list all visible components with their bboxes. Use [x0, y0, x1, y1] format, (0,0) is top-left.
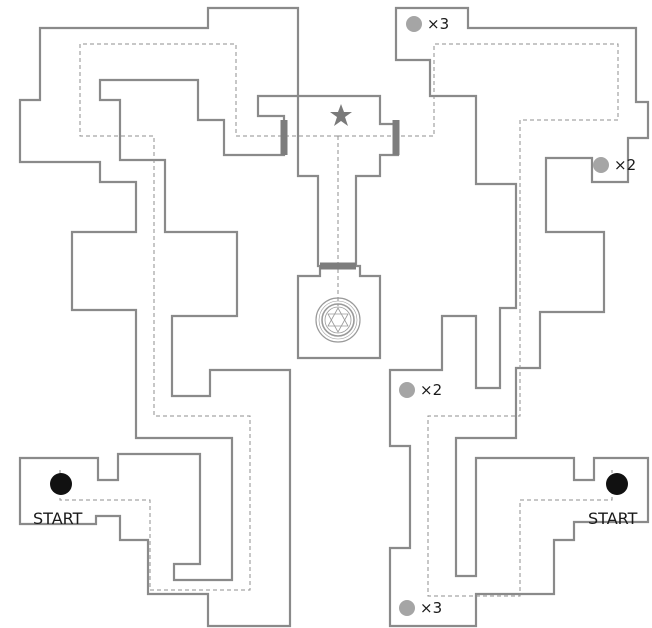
start-marker-right [606, 473, 628, 495]
pickup-count: ×3 [420, 599, 442, 617]
pickup-token [399, 600, 415, 616]
walking-routes [59, 43, 619, 597]
start-label-right: START [588, 509, 638, 528]
right-route [338, 43, 619, 597]
pickup-token [593, 157, 609, 173]
pickup-count: ×3 [427, 15, 449, 33]
pickup-token [406, 16, 422, 32]
start-marker-left [50, 473, 72, 495]
start-label-left: START [33, 509, 83, 528]
pickup-bottom-right: ×3 [399, 599, 442, 617]
hexagram-seal-icon [315, 297, 361, 343]
pickup-center-right: ×2 [399, 381, 442, 399]
star-icon [330, 104, 352, 126]
pickup-token [399, 382, 415, 398]
pickup-count: ×2 [420, 381, 442, 399]
pickup-count: ×2 [614, 156, 636, 174]
pickup-right-upper: ×2 [593, 156, 636, 174]
left-maze-wall [18, 6, 300, 628]
pickup-top-right: ×3 [406, 15, 449, 33]
right-maze-wall [388, 6, 650, 628]
start-right: START [588, 473, 638, 528]
start-left: START [33, 473, 83, 528]
central-temple-wall [296, 94, 400, 360]
left-route [59, 43, 338, 591]
